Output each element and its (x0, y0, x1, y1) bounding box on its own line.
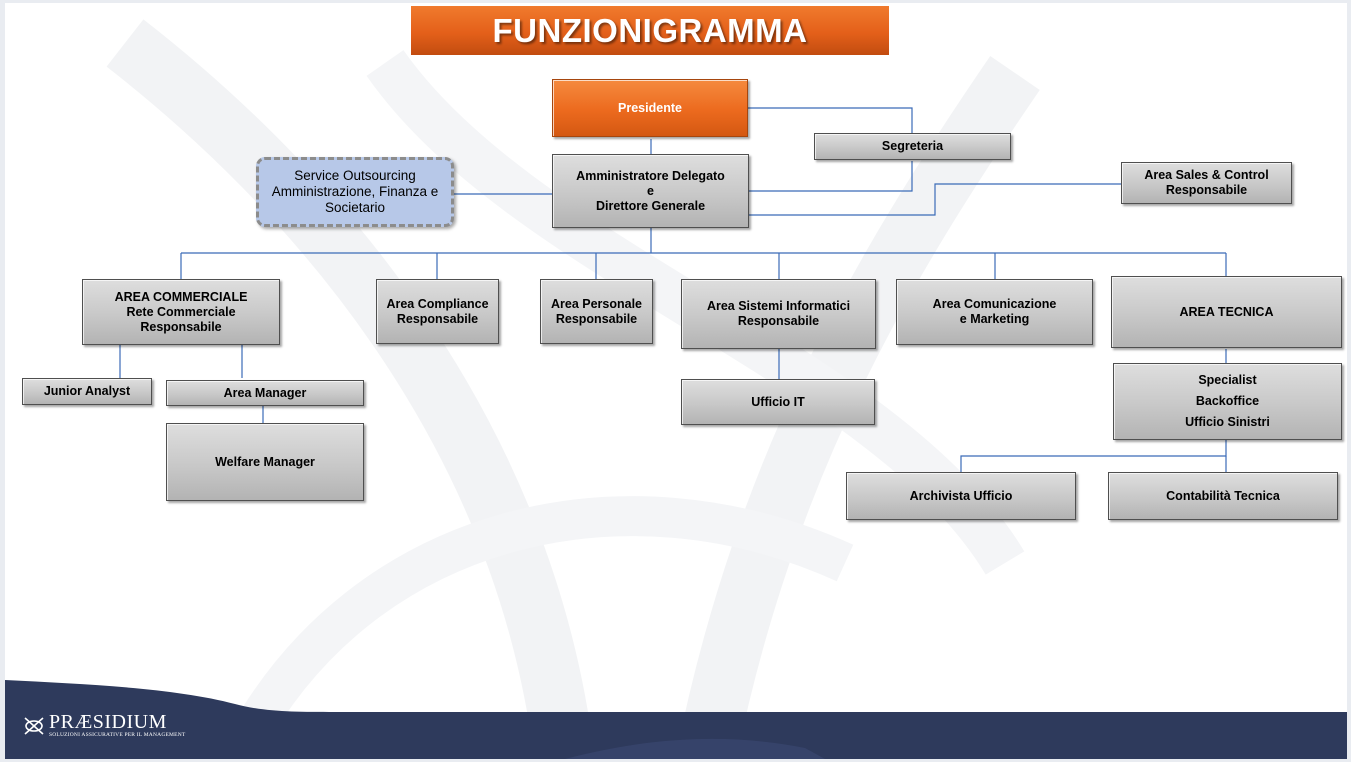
connector-lines (119, 107, 1227, 472)
node-compliance-line-2: Responsabile (396, 311, 479, 326)
node-sistemi-line-1: Area Sistemi Informatici (706, 299, 851, 313)
logo-name: PRÆSIDIUM (49, 711, 167, 733)
node-specialist-line-1: Specialist (1198, 373, 1257, 387)
node-service-outsourcing: Service Outsourcing Amministrazione, Fin… (256, 157, 454, 227)
node-area-compliance: Area Compliance Responsabile (376, 279, 499, 344)
node-welfare-manager: Welfare Manager (166, 423, 364, 501)
node-segreteria: Segreteria (814, 133, 1011, 160)
node-amministratore-delegato: Amministratore Delegato e Direttore Gene… (552, 154, 749, 228)
node-specialist-line-3: Ufficio Sinistri (1185, 415, 1270, 429)
node-service-line-1: Service Outsourcing (294, 168, 416, 183)
node-commerciale-line-1: AREA COMMERCIALE (114, 289, 248, 304)
node-sales-line-1: Area Sales & Control (1144, 168, 1269, 182)
node-comunicazione-line-1: Area Comunicazione (932, 297, 1057, 311)
node-tecnica-label: AREA TECNICA (1179, 304, 1274, 319)
node-area-commerciale: AREA COMMERCIALE Rete Commerciale Respon… (82, 279, 280, 345)
node-area-comunicazione: Area Comunicazione e Marketing (896, 279, 1093, 345)
node-area-tecnica: AREA TECNICA (1111, 276, 1342, 348)
node-sales-line-2: Responsabile (1165, 183, 1248, 197)
node-ad-line-1: Amministratore Delegato (576, 168, 725, 183)
company-logo: PRÆSIDIUM SOLUZIONI ASSICURATIVE PER IL … (22, 712, 185, 739)
logo-tagline: SOLUZIONI ASSICURATIVE PER IL MANAGEMENT (49, 732, 186, 738)
node-ad-line-3: Direttore Generale (595, 198, 706, 213)
node-service-line-2: Amministrazione, Finanza e (271, 184, 439, 199)
node-service-line-3: Societario (324, 200, 386, 215)
node-area-sistemi-informatici: Area Sistemi Informatici Responsabile (681, 279, 876, 349)
node-contabilita-label: Contabilità Tecnica (1166, 488, 1280, 503)
node-presidente-label: Presidente (618, 100, 682, 115)
page-title: FUNZIONIGRAMMA (411, 6, 889, 55)
node-presidente: Presidente (552, 79, 748, 137)
node-comunicazione-line-2: e Marketing (959, 312, 1030, 326)
node-sistemi-line-2: Responsabile (737, 314, 820, 328)
node-commerciale-line-2: Rete Commerciale (126, 304, 236, 319)
node-segreteria-label: Segreteria (881, 139, 944, 153)
node-compliance-line-1: Area Compliance (386, 296, 489, 311)
node-personale-line-2: Responsabile (555, 311, 638, 326)
node-ufficio-it: Ufficio IT (681, 379, 875, 425)
logo-mark-icon (24, 716, 44, 735)
footer-band (5, 680, 1347, 759)
node-area-personale: Area Personale Responsabile (540, 279, 653, 344)
node-contabilita-tecnica: Contabilità Tecnica (1108, 472, 1338, 520)
node-commerciale-line-3: Responsabile (140, 319, 222, 334)
node-area-manager-label: Area Manager (223, 385, 307, 400)
node-area-sales: Area Sales & Control Responsabile (1121, 162, 1292, 204)
node-junior-analyst: Junior Analyst (22, 378, 152, 405)
node-archivista-label: Archivista Ufficio (909, 488, 1013, 503)
node-archivista-ufficio: Archivista Ufficio (846, 472, 1076, 520)
node-ad-line-2: e (647, 183, 654, 198)
node-specialist-line-2: Backoffice (1195, 394, 1260, 408)
node-area-manager: Area Manager (166, 380, 364, 406)
node-specialist: Specialist Backoffice Ufficio Sinistri (1113, 363, 1342, 440)
node-welfare-label: Welfare Manager (215, 454, 315, 469)
node-ufficio-it-label: Ufficio IT (751, 394, 805, 409)
node-personale-line-1: Area Personale (550, 296, 643, 311)
node-junior-label: Junior Analyst (43, 384, 131, 398)
